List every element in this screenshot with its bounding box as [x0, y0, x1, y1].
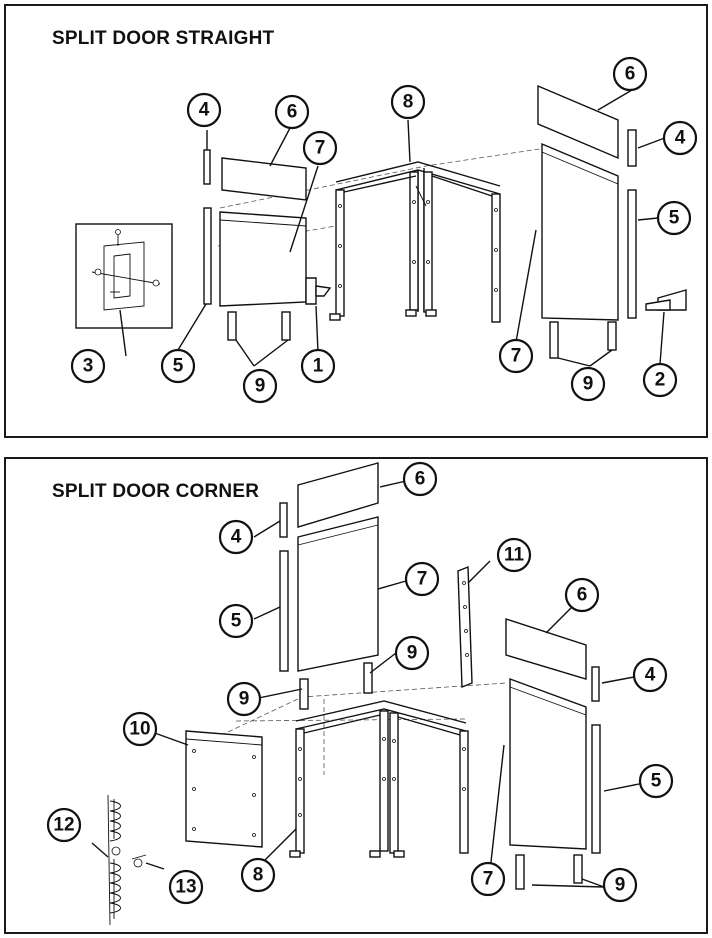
bracket-right-b [607, 321, 617, 351]
callout-label: 7 [417, 569, 428, 590]
callout-9-right: 9 [602, 867, 638, 903]
side-panel [185, 730, 263, 848]
side-strip-upper [279, 550, 289, 672]
panel-title: SPLIT DOOR STRAIGHT [52, 28, 275, 49]
springs [107, 794, 147, 926]
callout-label: 4 [231, 527, 242, 548]
top-panel-right [537, 84, 619, 160]
callout-4-upper: 4 [218, 519, 254, 555]
callout-label: 6 [415, 469, 426, 490]
callout-2: 2 [642, 362, 678, 398]
latch [305, 277, 317, 305]
door-left [219, 211, 307, 307]
side-strip-left [203, 207, 212, 305]
frame-corner [289, 700, 469, 858]
callout-13: 13 [168, 869, 204, 905]
split-door-corner-panel: SPLIT DOOR CORNER [4, 457, 708, 934]
callout-label: 1 [313, 356, 324, 377]
top-strip-right [591, 666, 600, 702]
callout-label: 4 [645, 665, 656, 686]
callout-5-upper: 5 [218, 603, 254, 639]
callout-7-right: 7 [498, 338, 534, 374]
top-panel-left [221, 157, 307, 201]
callout-label: 3 [83, 356, 94, 377]
door-upper [297, 516, 379, 672]
callout-label: 4 [199, 100, 210, 121]
callout-10: 10 [122, 711, 158, 747]
callout-5-left: 5 [160, 348, 196, 384]
callout-label: 9 [407, 643, 418, 664]
callout-label: 2 [655, 370, 666, 391]
door-right [541, 142, 619, 321]
callout-5-right: 5 [638, 763, 674, 799]
bracket-left-a [227, 311, 237, 341]
callout-label: 6 [625, 64, 636, 85]
callout-8: 8 [390, 84, 426, 120]
bracket-right-a [515, 854, 525, 890]
split-door-corner-diagram: 6 4 7 11 5 6 9 4 9 10 5 12 8 13 7 9 [46, 461, 674, 926]
bracket-right-b [573, 854, 583, 884]
callout-label: 9 [255, 376, 266, 397]
callout-label: 8 [253, 865, 264, 886]
callout-1: 1 [300, 348, 336, 384]
bracket-upper-a [299, 678, 309, 710]
panel-title: SPLIT DOOR CORNER [52, 481, 260, 502]
callout-9-left: 9 [242, 368, 278, 404]
callout-9-upper-right: 9 [394, 635, 430, 671]
callout-9-right: 9 [570, 366, 606, 402]
bracket-left-b [281, 311, 291, 341]
callout-label: 11 [504, 545, 525, 566]
callout-4-right: 4 [632, 657, 668, 693]
callout-4-left: 4 [186, 92, 222, 128]
callout-label: 9 [615, 875, 626, 896]
callout-4-right: 4 [662, 120, 698, 156]
callout-label: 7 [483, 869, 494, 890]
callout-label: 5 [173, 356, 184, 377]
callout-label: 5 [231, 611, 242, 632]
callout-6-right: 6 [612, 56, 648, 92]
callout-label: 5 [651, 771, 662, 792]
top-strip-upper [279, 502, 288, 538]
callout-label: 12 [53, 815, 74, 836]
frame-straight [329, 161, 501, 323]
callout-8: 8 [240, 857, 276, 893]
callout-7-right: 7 [470, 861, 506, 897]
callout-6-upper: 6 [402, 461, 438, 497]
side-strip-right [591, 724, 601, 854]
callout-label: 4 [675, 128, 686, 149]
callout-label: 13 [175, 877, 196, 898]
top-strip-right [627, 129, 637, 167]
callout-3: 3 [70, 348, 106, 384]
callout-label: 6 [287, 102, 298, 123]
callout-label: 7 [511, 346, 522, 367]
callout-label: 8 [403, 92, 414, 113]
callout-label: 5 [669, 208, 680, 229]
split-door-straight-panel: SPLIT DOOR STRAIGHT [4, 4, 708, 438]
callout-label: 10 [129, 719, 150, 740]
callout-label: 7 [315, 138, 326, 159]
callout-6-left: 6 [274, 94, 310, 130]
callout-6-right: 6 [564, 577, 600, 613]
callout-label: 9 [583, 374, 594, 395]
side-strip-right [627, 189, 637, 319]
callout-5-right: 5 [656, 200, 692, 236]
corner-post [457, 565, 473, 689]
callout-12: 12 [46, 807, 82, 843]
bracket-upper-b [363, 662, 373, 694]
top-strip-left [203, 149, 211, 185]
top-panel-right [505, 618, 587, 680]
split-door-straight-diagram: 4 6 7 8 6 4 5 3 5 9 1 7 9 2 [70, 56, 698, 404]
bracket-right-a [549, 321, 559, 359]
door-right [509, 677, 587, 850]
callout-7-left: 7 [302, 130, 338, 166]
callout-11: 11 [496, 537, 532, 573]
callout-label: 9 [239, 689, 250, 710]
hinge-detail-inset [75, 223, 173, 329]
top-panel-upper [297, 462, 379, 528]
callout-label: 6 [577, 585, 588, 606]
callout-7-upper: 7 [404, 561, 440, 597]
callout-9-upper-left: 9 [226, 681, 262, 717]
